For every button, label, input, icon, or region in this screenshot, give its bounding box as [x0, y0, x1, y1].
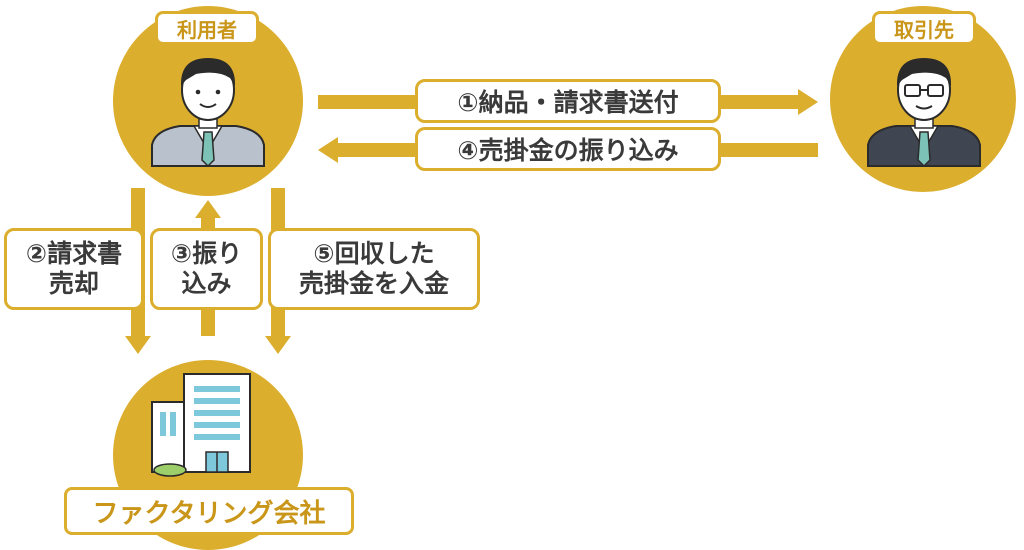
- client-label: 取引先: [872, 11, 976, 45]
- step3-line1: ③振り: [170, 239, 243, 268]
- businessman-icon: [151, 58, 265, 168]
- office-building-icon: [151, 373, 251, 477]
- step5-label: ⑤回収した 売掛金を入金: [268, 228, 480, 310]
- user-label: 利用者: [155, 11, 259, 45]
- businessman-glasses-icon: [867, 58, 981, 168]
- step5-line1: ⑤回収した: [313, 239, 435, 268]
- step2-line1: ②請求書: [25, 239, 123, 268]
- step2-label: ②請求書 売却: [4, 228, 144, 310]
- step3-label: ③振り 込み: [150, 228, 263, 310]
- step5-line2: 売掛金を入金: [298, 269, 449, 298]
- factoring-label: ファクタリング会社: [64, 487, 354, 535]
- step1-label: ①納品・請求書送付: [415, 79, 721, 123]
- step2-line2: 売却: [48, 269, 99, 298]
- step4-label: ④売掛金の振り込み: [415, 127, 721, 171]
- step3-line2: 込み: [181, 269, 232, 298]
